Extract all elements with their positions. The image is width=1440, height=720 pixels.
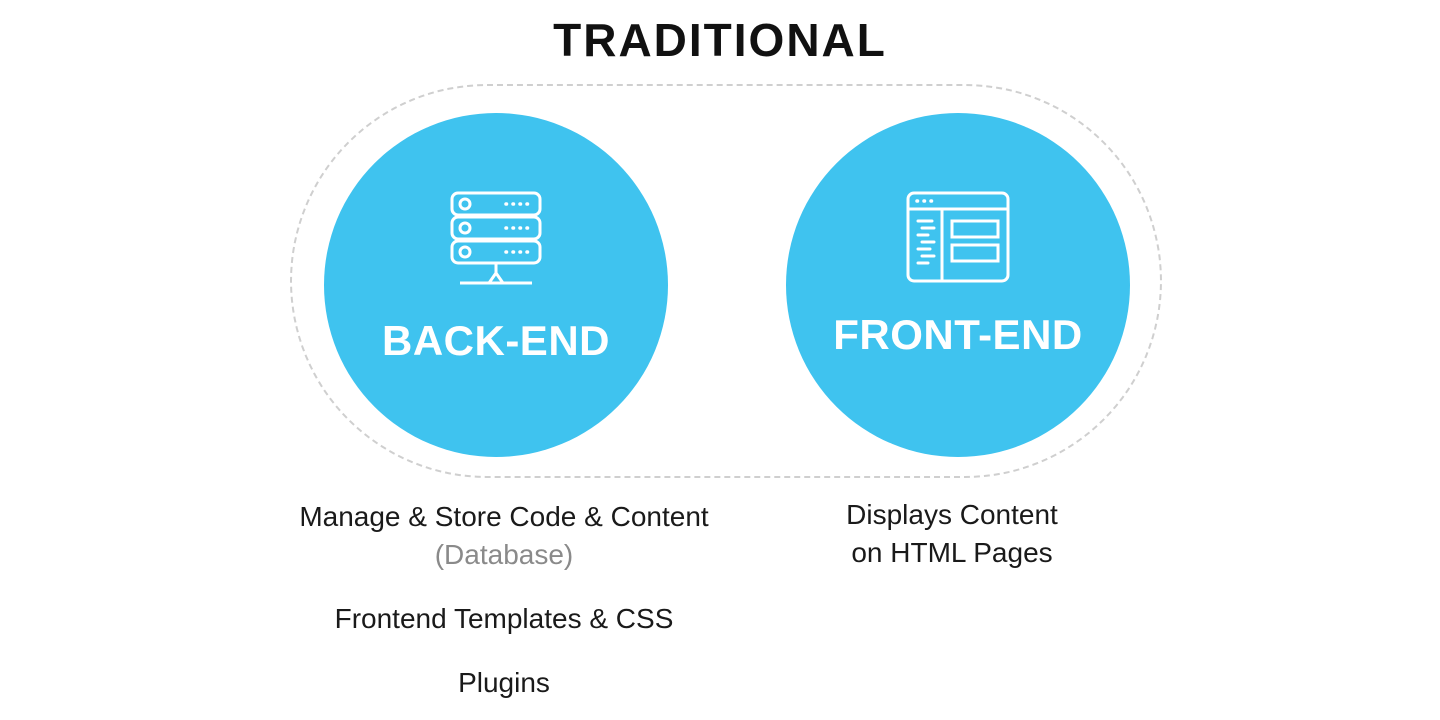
frontend-description-line1: Displays Content (846, 499, 1058, 530)
backend-description: Manage & Store Code & Content (Database) (250, 498, 758, 574)
backend-description-line2: (Database) (434, 539, 574, 570)
browser-window-icon (906, 191, 1010, 283)
diagram-title: TRADITIONAL (553, 14, 887, 66)
server-icon (450, 191, 542, 285)
backend-circle: BACK-END (324, 113, 668, 457)
frontend-label: FRONT-END (833, 311, 1083, 358)
frontend-circle: FRONT-END (786, 113, 1130, 457)
backend-item-templates: Frontend Templates & CSS (334, 603, 674, 634)
dashed-group-outline (290, 84, 1162, 478)
frontend-description: Displays Content on HTML Pages (780, 496, 1124, 572)
backend-item-plugins: Plugins (458, 667, 550, 698)
backend-label: BACK-END (382, 317, 610, 364)
backend-description-line1: Manage & Store Code & Content (299, 501, 709, 532)
frontend-description-line2: on HTML Pages (851, 537, 1053, 568)
